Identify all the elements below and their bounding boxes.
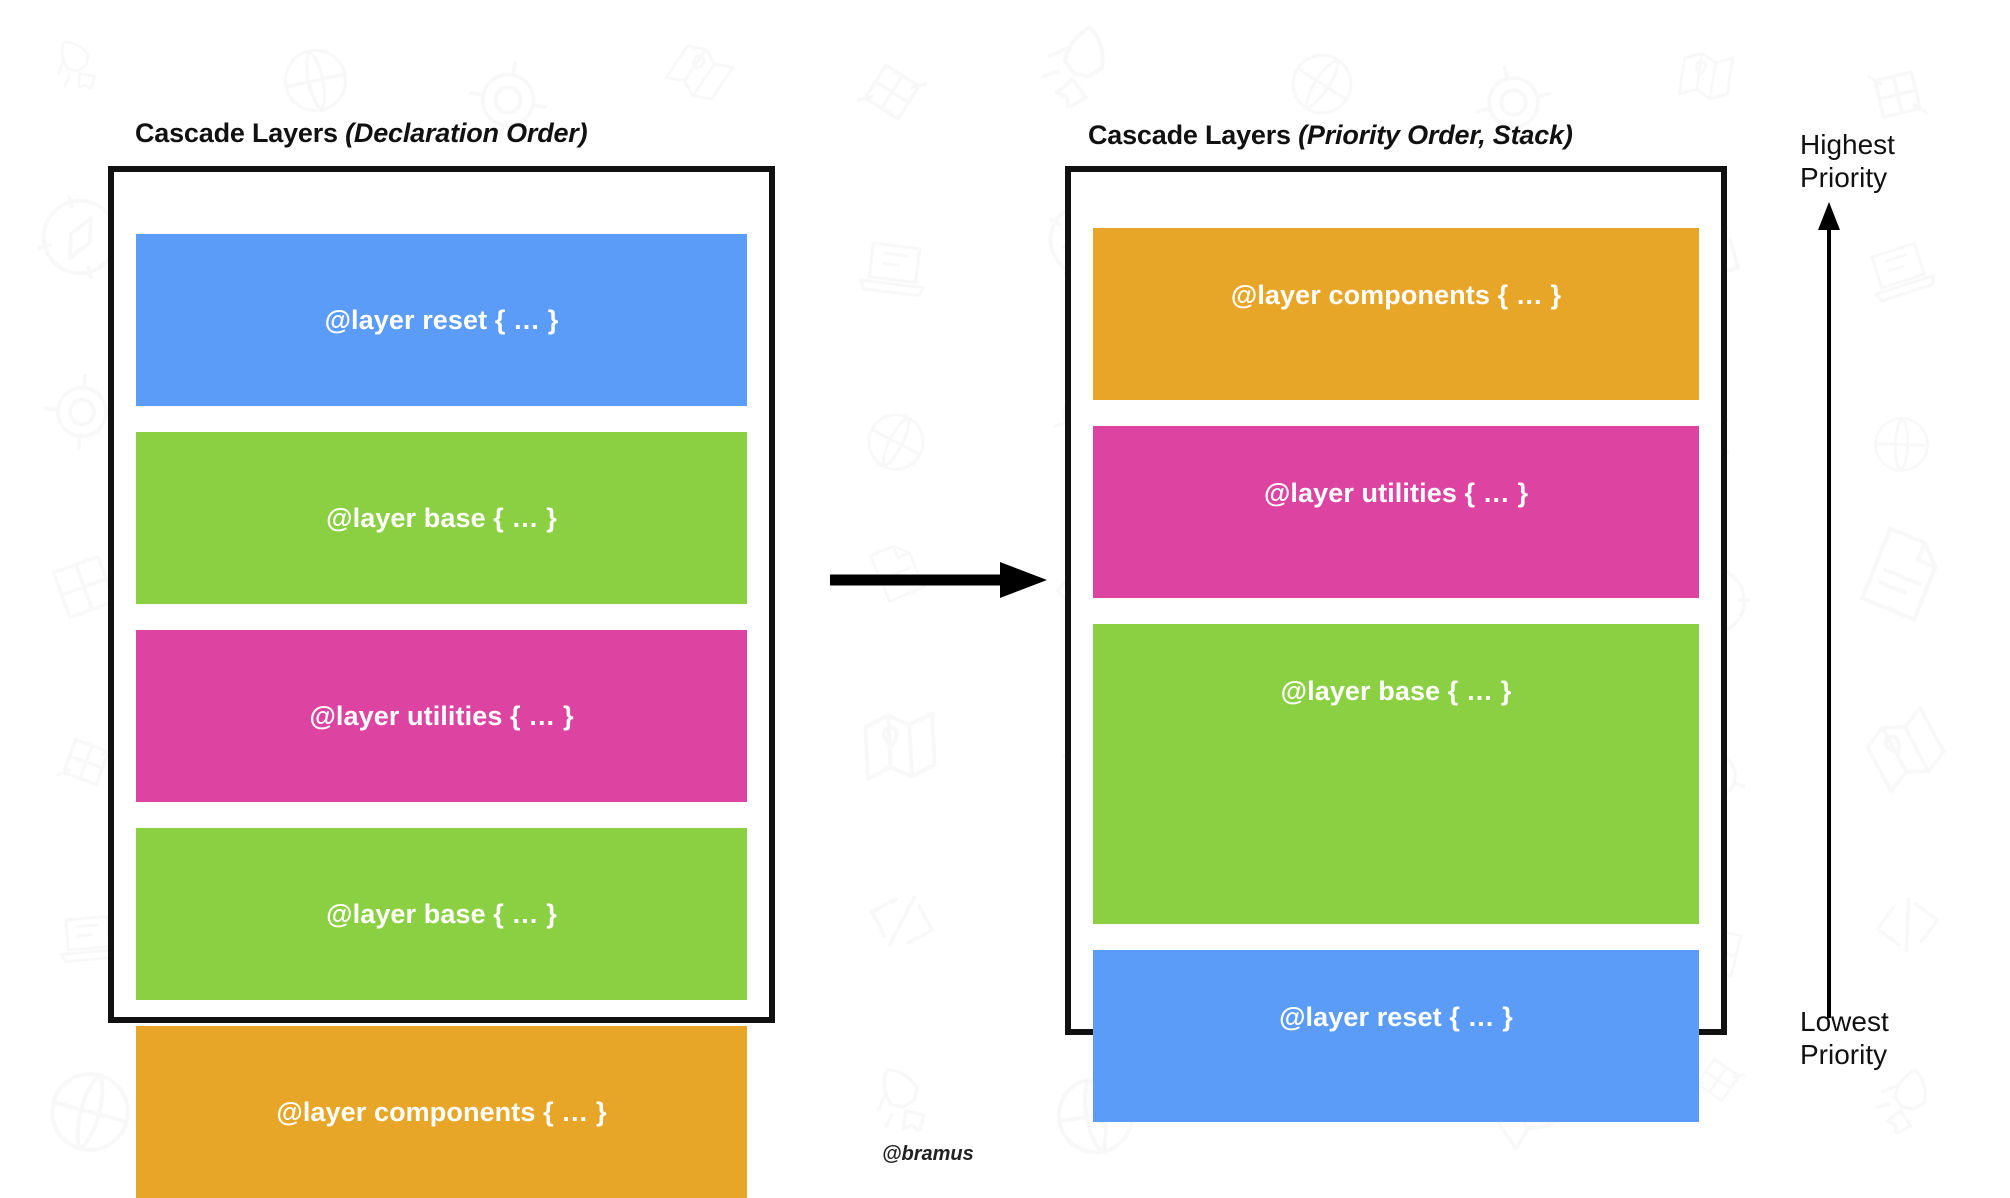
layer-block-components: @layer components { … } bbox=[1093, 228, 1699, 400]
lowest-priority-label: Lowest Priority bbox=[1800, 1006, 1889, 1071]
layer-block-base: @layer base { … } bbox=[136, 432, 747, 604]
layer-label-reset: @layer reset { … } bbox=[1279, 1002, 1513, 1032]
right-stack-title-main: Cascade Layers bbox=[1088, 120, 1299, 150]
right-stack-title: Cascade Layers (Priority Order, Stack) bbox=[1088, 120, 1573, 151]
priority-order-stack: @layer components { … } @layer utilities … bbox=[1065, 166, 1727, 1122]
right-stack-title-emphasis: (Priority Order, Stack) bbox=[1298, 120, 1573, 150]
layer-block-utilities: @layer utilities { … } bbox=[1093, 426, 1699, 598]
left-stack-title: Cascade Layers (Declaration Order) bbox=[135, 118, 588, 149]
layer-label-base: @layer base { … } bbox=[326, 898, 557, 929]
left-stack-title-emphasis: (Declaration Order) bbox=[345, 118, 588, 148]
declaration-order-stack: @layer reset { … } @layer base { … } @laye… bbox=[108, 166, 775, 1198]
layer-label-base: @layer base { … } bbox=[326, 502, 557, 533]
layer-label-reset: @layer reset { … } bbox=[324, 304, 559, 335]
layer-block-base: @layer base { … } bbox=[1093, 624, 1699, 924]
layer-block-utilities: @layer utilities { … } bbox=[136, 630, 747, 802]
layer-label-utilities: @layer utilities { … } bbox=[309, 700, 574, 731]
layer-label-components: @layer components { … } bbox=[1230, 280, 1562, 310]
declaration-order-layer-list: @layer reset { … } @layer base { … } @laye… bbox=[136, 234, 747, 1198]
layer-label-utilities: @layer utilities { … } bbox=[1263, 478, 1529, 508]
layer-block-base: @layer base { … } bbox=[136, 828, 747, 1000]
transform-arrow-right-icon bbox=[830, 562, 1047, 598]
left-stack-title-main: Cascade Layers bbox=[135, 118, 346, 148]
layer-label-base: @layer base { … } bbox=[1280, 676, 1512, 706]
layer-block-components: @layer components { … } bbox=[136, 1026, 747, 1198]
priority-arrow-up-icon bbox=[1818, 202, 1840, 1018]
layer-block-reset: @layer reset { … } bbox=[1093, 950, 1699, 1122]
layer-block-reset: @layer reset { … } bbox=[136, 234, 747, 406]
priority-order-layer-list: @layer components { … } @layer utilities … bbox=[1093, 228, 1699, 1122]
highest-priority-label: Highest Priority bbox=[1800, 129, 1895, 194]
author-credit: @bramus bbox=[882, 1143, 974, 1165]
layer-label-components: @layer components { … } bbox=[276, 1096, 607, 1127]
